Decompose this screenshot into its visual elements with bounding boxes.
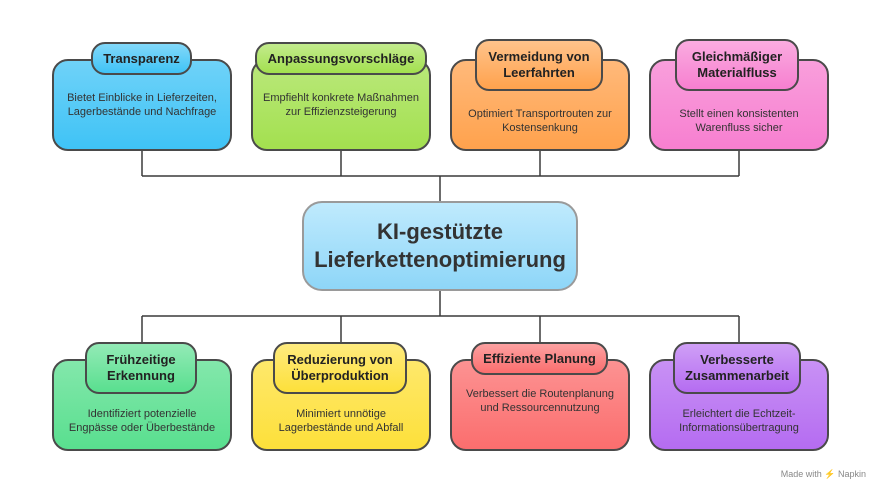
card-description: Empfiehlt konkrete Maßnahmen zur Effizie… bbox=[263, 92, 419, 118]
card-description: Bietet Einblicke in Lieferzeiten, Lagerb… bbox=[67, 92, 217, 118]
card-title-reduzierung-ueberproduktion: Reduzierung von Überproduktion bbox=[273, 342, 407, 394]
card-title-fruehzeitige-erkennung: Frühzeitige Erkennung bbox=[85, 342, 197, 394]
card-description: Stellt einen konsistenten Warenfluss sic… bbox=[679, 108, 799, 134]
napkin-watermark: Made with ⚡ Napkin bbox=[780, 469, 866, 479]
card-title-transparenz: Transparenz bbox=[91, 42, 192, 75]
card-title-verbesserte-zusammenarbeit: Verbesserte Zusammenarbeit bbox=[673, 342, 801, 394]
card-description: Verbessert die Routenplanung und Ressour… bbox=[466, 388, 614, 414]
central-topic-title: KI-gestützte Lieferkettenoptimierung bbox=[314, 219, 566, 272]
card-description: Minimiert unnötige Lagerbestände und Abf… bbox=[278, 408, 404, 434]
card-title-vermeidung-leerfahrten: Vermeidung von Leerfahrten bbox=[475, 39, 603, 91]
central-topic: KI-gestützte Lieferkettenoptimierung bbox=[302, 201, 578, 291]
card-description: Identifiziert potenzielle Engpässe oder … bbox=[68, 408, 216, 434]
card-title-materialfluss: Gleichmäßiger Materialfluss bbox=[675, 39, 799, 91]
card-description: Erleichtert die Echtzeit-Informationsübe… bbox=[679, 408, 799, 434]
card-title-effiziente-planung: Effiziente Planung bbox=[471, 342, 608, 375]
card-title-anpassungsvorschlaege: Anpassungsvorschläge bbox=[255, 42, 427, 75]
card-description: Optimiert Transportrouten zur Kostensenk… bbox=[468, 108, 612, 134]
